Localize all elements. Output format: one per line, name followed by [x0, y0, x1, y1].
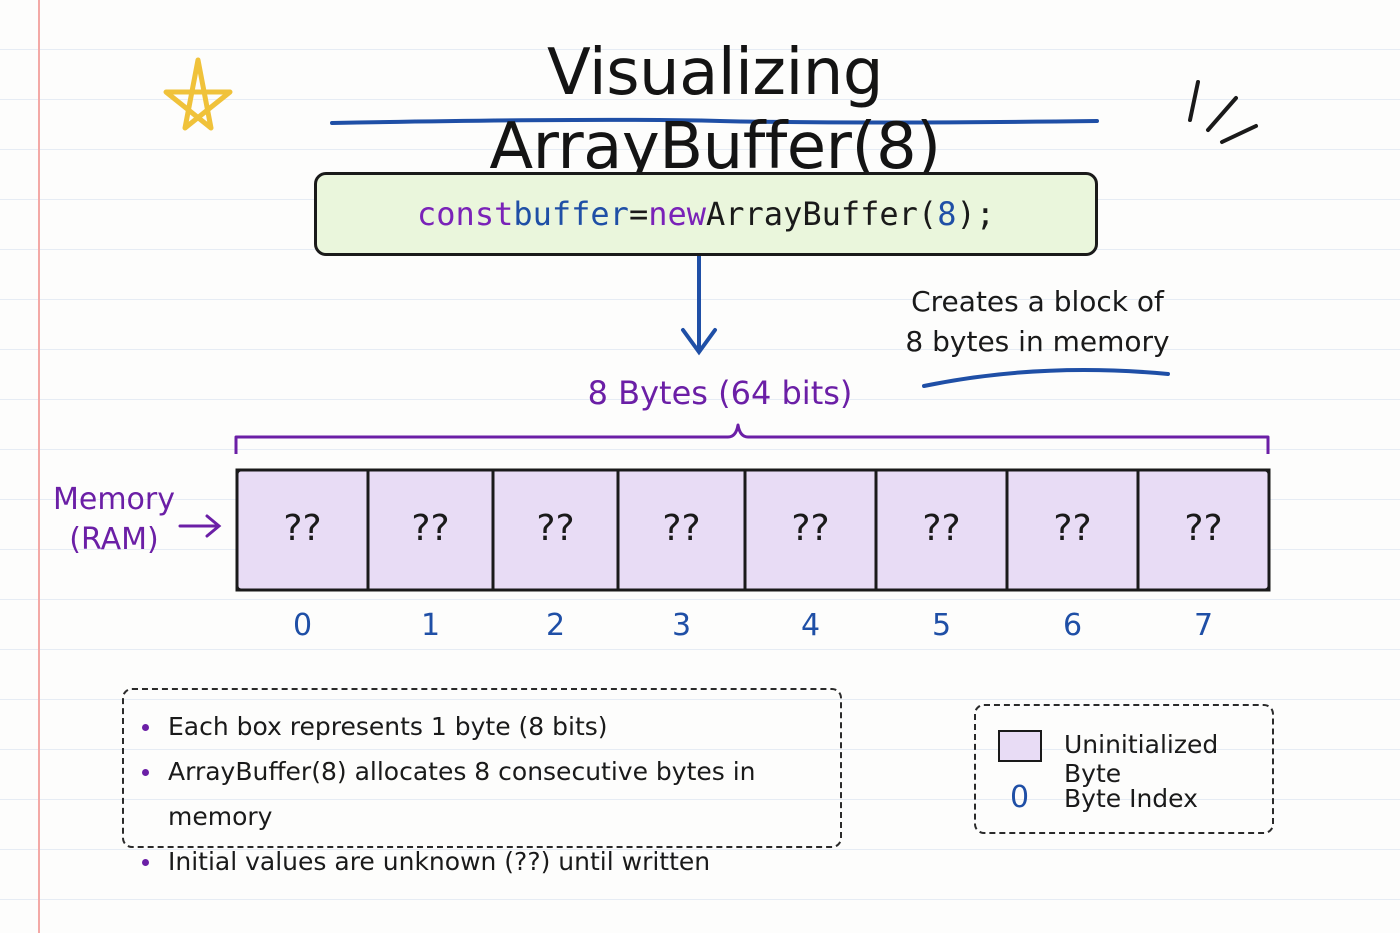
code-equals: =	[628, 195, 649, 233]
memory-label-line-2: (RAM)	[69, 522, 159, 557]
code-constructor: ArrayBuffer(	[706, 195, 938, 233]
code-tail: );	[956, 195, 995, 233]
info-bullet: ArrayBuffer(8) allocates 8 consecutive b…	[142, 749, 840, 839]
code-argument: 8	[937, 195, 957, 233]
note-line-2: 8 bytes in memory	[905, 325, 1170, 358]
byte-index: 1	[420, 608, 441, 643]
note-line-1: Creates a block of	[911, 285, 1164, 318]
notebook-margin-line	[38, 0, 40, 933]
legend-swatch	[998, 730, 1042, 762]
byte-index: 0	[292, 608, 313, 643]
legend-swatch-label: Uninitialized Byte	[1064, 730, 1219, 788]
byte-cell-value: ??	[1184, 508, 1223, 549]
memory-label-line-1: Memory	[52, 482, 175, 517]
info-bullet: Each box represents 1 byte (8 bits)	[142, 704, 840, 749]
motion-lines-icon	[1188, 80, 1258, 144]
byte-cells	[235, 468, 1271, 592]
byte-index: 5	[931, 608, 952, 643]
legend-index-label: Byte Index	[1064, 784, 1198, 813]
down-arrow-icon	[681, 250, 717, 356]
byte-index: 6	[1062, 608, 1083, 643]
byte-index: 7	[1193, 608, 1214, 643]
byte-index: 2	[545, 608, 566, 643]
byte-cell	[491, 468, 620, 592]
byte-cell	[366, 468, 495, 592]
bytes-label: 8 Bytes (64 bits)	[587, 374, 853, 412]
byte-cell	[743, 468, 878, 592]
info-list: Each box represents 1 byte (8 bits) Arra…	[124, 690, 840, 884]
legend-index-sample: 0	[1010, 780, 1030, 815]
info-box: Each box represents 1 byte (8 bits) Arra…	[122, 688, 842, 876]
code-variable: buffer	[513, 195, 629, 233]
byte-cell-value: ??	[411, 508, 450, 549]
byte-cell-value: ??	[662, 508, 701, 549]
page-title: Visualizing ArrayBuffer(8)	[489, 36, 941, 184]
star-icon	[163, 57, 233, 131]
info-bullet: Initial values are unknown (??) until wr…	[142, 839, 840, 884]
bytes-brace	[234, 423, 1270, 454]
byte-cell-value: ??	[283, 508, 322, 549]
title-underline	[330, 117, 1099, 125]
byte-cells-outline	[235, 468, 1271, 592]
note-underline	[922, 368, 1170, 388]
byte-cell	[616, 468, 747, 592]
byte-index: 3	[671, 608, 692, 643]
byte-cell	[235, 468, 370, 592]
byte-cell-value: ??	[536, 508, 575, 549]
memory-arrow-icon	[178, 514, 222, 538]
code-keyword-new: new	[648, 195, 706, 233]
memory-label: Memory (RAM)	[50, 480, 178, 560]
byte-index: 4	[800, 608, 821, 643]
byte-cell-value: ??	[922, 508, 961, 549]
code-keyword-const: const	[417, 195, 514, 233]
byte-cell-value: ??	[1053, 508, 1092, 549]
code-snippet: const buffer = new ArrayBuffer(8);	[314, 172, 1098, 256]
note-annotation: Creates a block of 8 bytes in memory	[905, 282, 1170, 362]
legend-box: Uninitialized Byte 0 Byte Index	[974, 704, 1274, 834]
byte-cell-value: ??	[791, 508, 830, 549]
